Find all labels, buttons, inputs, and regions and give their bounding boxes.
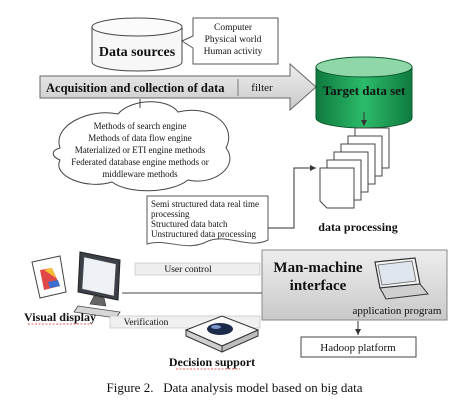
source-item: Physical world bbox=[205, 35, 262, 45]
target-data-set-label: Target data set bbox=[323, 83, 406, 98]
target-data-set-node: Target data set bbox=[315, 56, 413, 129]
application-program-label: application program bbox=[353, 305, 442, 317]
data-processing-label: data processing bbox=[318, 220, 397, 234]
methods-cloud: Methods of search engine Methods of data… bbox=[52, 101, 231, 192]
source-item: Human activity bbox=[204, 47, 263, 57]
data-sources-title: Data sources bbox=[99, 45, 176, 60]
visual-display-label: Visual display bbox=[24, 310, 96, 324]
user-control-arrow: User control bbox=[134, 262, 261, 276]
processing-type: Unstructured data processing bbox=[151, 229, 256, 239]
user-control-label: User control bbox=[164, 265, 212, 275]
verification-label: Verification bbox=[124, 317, 169, 328]
document-stack-icon bbox=[319, 127, 390, 209]
method-item: Methods of data flow engine bbox=[88, 133, 191, 143]
data-sources-node: Data sources bbox=[91, 17, 183, 72]
filter-label: filter bbox=[251, 82, 273, 94]
visual-display-icon bbox=[31, 251, 121, 319]
mmi-label-line1: Man-machine bbox=[273, 260, 363, 276]
laptop-icon bbox=[374, 257, 429, 300]
method-item: middleware methods bbox=[102, 169, 178, 179]
mmi-label-line2: interface bbox=[290, 278, 347, 294]
hadoop-platform-label: Hadoop platform bbox=[320, 342, 396, 354]
processing-types-box: Semi structured data real time processin… bbox=[146, 195, 269, 247]
acquisition-label: Acquisition and collection of data bbox=[46, 81, 225, 95]
processing-type: Structured data batch bbox=[151, 219, 228, 229]
acquisition-arrow: Acquisition and collection of data filte… bbox=[39, 62, 317, 112]
decision-support-label: Decision support bbox=[169, 355, 255, 369]
sources-callout: Computer Physical world Human activity bbox=[180, 17, 279, 65]
figure-caption: Figure 2. Data analysis model based on b… bbox=[106, 380, 363, 395]
processing-type: Semi structured data real time bbox=[151, 199, 259, 209]
method-item: Methods of search engine bbox=[94, 121, 187, 131]
hadoop-platform-node: Hadoop platform bbox=[300, 336, 417, 358]
decision-support-icon bbox=[184, 315, 260, 353]
source-item: Computer bbox=[214, 23, 253, 33]
method-item: Materialized or ETI engine methods bbox=[75, 145, 206, 155]
method-item: Federated database engine methods or bbox=[71, 157, 208, 167]
processing-type: processing bbox=[151, 209, 190, 219]
